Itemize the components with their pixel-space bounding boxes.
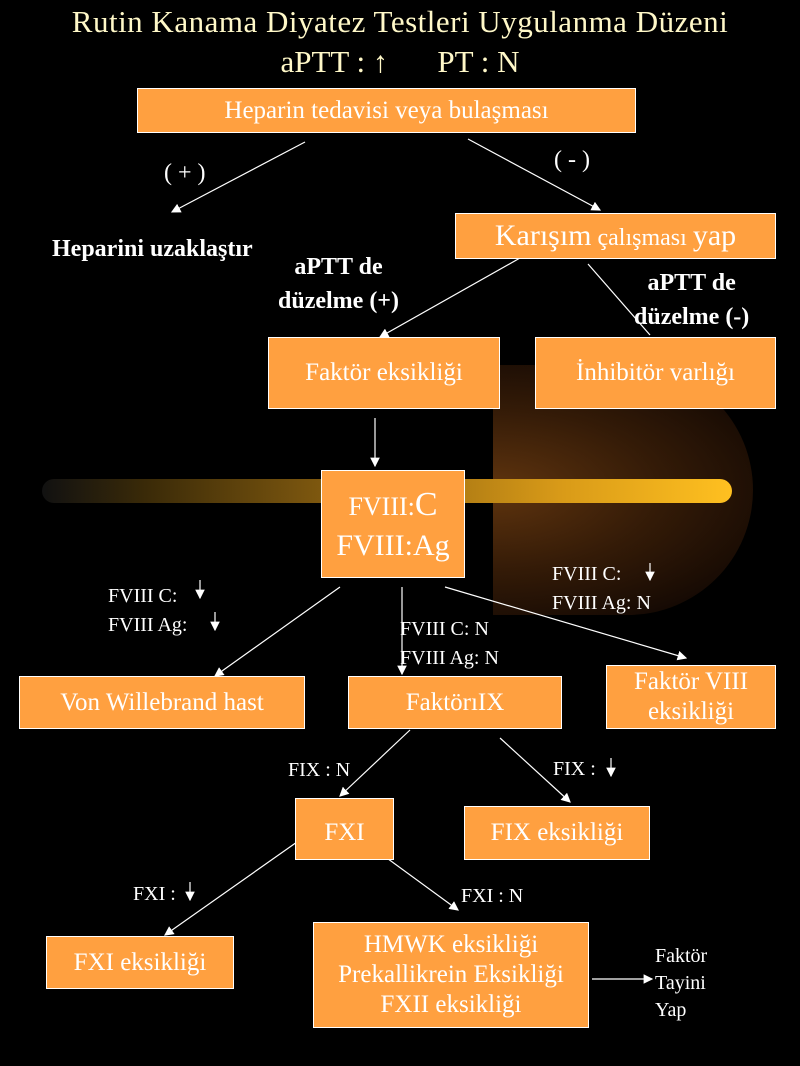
page-title: Rutin Kanama Diyatez Testleri Uygulanma … [71,4,729,39]
label-faktor-tayini: Faktör Tayini Yap [655,945,708,1021]
label-aptt-duzelme-minus: aPTT de düzelme (-) [634,270,750,330]
arrow-faktorix-to-fixdef [499,737,571,803]
box-von-willebrand: Von Willebrand hast [19,676,305,729]
box-fviii-c: FVIII:C [348,486,438,523]
page-subtitle: aPTT : ↑ PT : N [0,44,800,80]
box-fxi-def: FXI eksikliği [46,936,234,989]
box-hmwk-line3: FXII eksikliği [380,991,522,1018]
arrow-heparin-to-uzaklastir [170,141,306,213]
box-faktor-eksikligi: Faktör eksikliği [268,337,500,409]
label-plus: ( + ) [164,160,206,186]
label-fix-n: FIX : N [288,759,351,781]
arrow-fxi-to-fxidef [164,841,298,936]
box-fxi: FXI [295,798,394,860]
box-hmwk-line1: HMWK eksikliği [363,931,539,958]
box-inhibitor-text: İnhibitör varlığı [576,359,735,387]
box-karisim: Karışım çalışması yap [455,213,776,259]
box-hmwk-line2: Prekallikrein Eksikliği [338,961,564,988]
pt-label: PT : N [437,44,520,79]
label-fxi-n: FXI : N [461,885,524,907]
label-minus: ( - ) [554,147,590,173]
arrow-fviii-to-faktorviii [444,586,688,661]
box-faktor-ix-text: FaktörıIX [405,688,505,716]
box-faktor-ix: FaktörıIX [348,676,562,729]
box-faktor-viii-def-line1: Faktör VIII [633,668,749,695]
box-fviii-ag: FVIII:Ag [336,528,450,562]
label-vw-criteria: FVIII C: FVIII Ag: [108,585,188,636]
box-fviii: FVIII:C FVIII:Ag [321,470,465,578]
box-heparin: Heparin tedavisi veya bulaşması [137,88,636,133]
label-fxi-down: FXI : [133,883,176,905]
box-inhibitor: İnhibitör varlığı [535,337,776,409]
box-hmwk: HMWK eksikliği Prekallikrein Eksikliği F… [313,922,589,1028]
aptt-label: aPTT : [280,44,366,79]
box-fix-def: FIX eksikliği [464,806,650,860]
box-fxi-text: FXI [324,819,365,846]
box-fix-def-text: FIX eksikliği [490,819,624,847]
arrow-faktorix-to-fxi [339,729,411,797]
label-f8-criteria: FVIII C: FVIII Ag: N [552,563,651,614]
label-normal-criteria: FVIII C: N FVIII Ag: N [400,618,499,669]
label-aptt-duzelme-plus: aPTT de düzelme (+) [278,254,399,314]
label-heparini-uzaklastir: Heparini uzaklaştır [52,236,253,262]
box-karisim-text: Karışım çalışması yap [494,219,737,253]
arrow-karisim-to-inhibitor [587,263,651,336]
box-faktor-eksikligi-text: Faktör eksikliği [305,359,463,387]
up-arrow-icon: ↑ [372,46,388,79]
box-von-willebrand-text: Von Willebrand hast [60,688,264,716]
box-faktor-viii-def: Faktör VIII eksikliği [606,665,776,729]
arrow-heparin-to-karisim [467,138,602,211]
box-heparin-text: Heparin tedavisi veya bulaşması [224,96,549,124]
box-fxi-def-text: FXI eksikliği [73,948,207,976]
arrow-karisim-to-faktor [378,257,521,338]
label-fix-down: FIX : [553,758,596,780]
arrow-fviii-to-vonwillebrand [214,586,341,677]
box-faktor-viii-def-line2: eksikliği [647,698,735,725]
